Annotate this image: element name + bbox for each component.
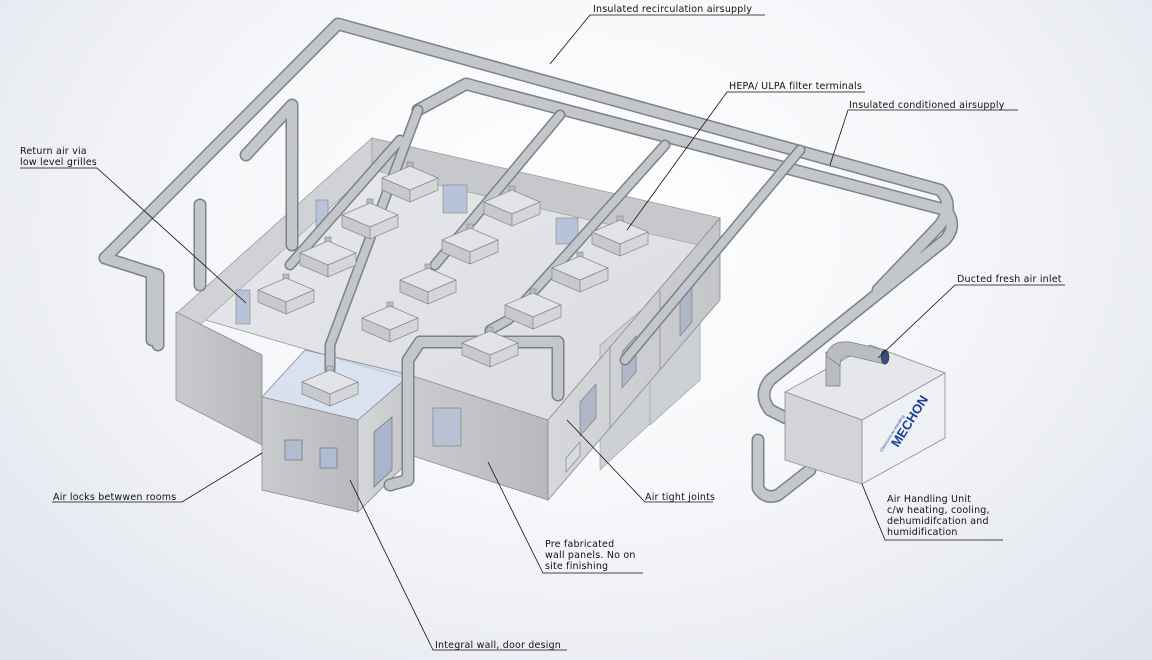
leader-ahu (861, 483, 1003, 541)
leader-conditioned (829, 109, 1018, 166)
label-line: wall panels. No on (545, 550, 636, 561)
hepa-filter-terminal (461, 326, 519, 368)
leader-fresh (877, 284, 1065, 359)
ahu-side (861, 372, 946, 485)
hepa-filter-terminal (551, 251, 609, 293)
hepa-filter-terminal (441, 223, 499, 265)
label-recirc-air-supply: Insulated recirculation airsupply (593, 4, 753, 15)
label-line: Air Handling Unit (887, 494, 972, 505)
label-hepa-terminals: HEPA/ ULPA filter terminals (729, 81, 863, 92)
wall-window (432, 407, 462, 447)
leader-lines (20, 14, 1065, 651)
air-handling-unit: MECHON Cleanroom Air Handling (784, 341, 946, 485)
label-airlocks: Air locks betwwen rooms (53, 492, 177, 503)
label-line: dehumidifcation and (887, 516, 989, 527)
hepa-terminals (257, 161, 649, 407)
hepa-filter-terminal (257, 273, 315, 315)
label-ahu: Air Handling Unit c/w heating, cooling, … (887, 494, 990, 538)
side-grille (565, 441, 581, 473)
airlock-window (319, 447, 338, 469)
leader-prefab (487, 461, 643, 574)
airlock-window (284, 439, 303, 461)
hepa-filter-terminal (299, 236, 357, 278)
hepa-filter-terminal (504, 288, 562, 330)
label-prefab-walls: Pre fabricated wall panels. No on site f… (545, 539, 636, 572)
leader-airtight (566, 419, 713, 503)
hepa-filter-terminal (591, 215, 649, 257)
hepa-filter-terminal (361, 301, 419, 343)
label-return-air: Return air via low level grilles (20, 146, 97, 168)
leader-hepa (626, 91, 865, 231)
leader-return (20, 167, 247, 304)
back-window (235, 289, 251, 325)
label-conditioned-air-supply: Insulated conditioned airsupply (849, 100, 1005, 111)
hepa-filter-terminal (483, 185, 541, 227)
label-line: c/w heating, cooling, (887, 505, 990, 516)
airlock-door (373, 416, 393, 488)
fresh-air-inlet (880, 349, 890, 365)
label-line: Pre fabricated (545, 539, 615, 550)
label-fresh-air-inlet: Ducted fresh air inlet (957, 274, 1062, 285)
label-airtight-joints: Air tight joints (645, 492, 716, 503)
label-line: site finishing (545, 561, 609, 572)
hepa-filter-terminal (341, 198, 399, 240)
leader-recirc (549, 14, 765, 65)
back-window (555, 217, 579, 245)
hepa-filter-terminal (301, 365, 359, 407)
leader-airlock (52, 452, 263, 503)
label-line: humidification (887, 527, 958, 538)
back-window (442, 184, 468, 214)
label-integral-wall: Integral wall, door design (435, 640, 562, 651)
label-line: low level grilles (20, 157, 97, 168)
label-line: Return air via (20, 146, 87, 157)
leader-integral (349, 479, 567, 651)
hepa-filter-terminal (381, 161, 439, 203)
side-door (579, 383, 597, 437)
hepa-filter-terminal (399, 263, 457, 305)
